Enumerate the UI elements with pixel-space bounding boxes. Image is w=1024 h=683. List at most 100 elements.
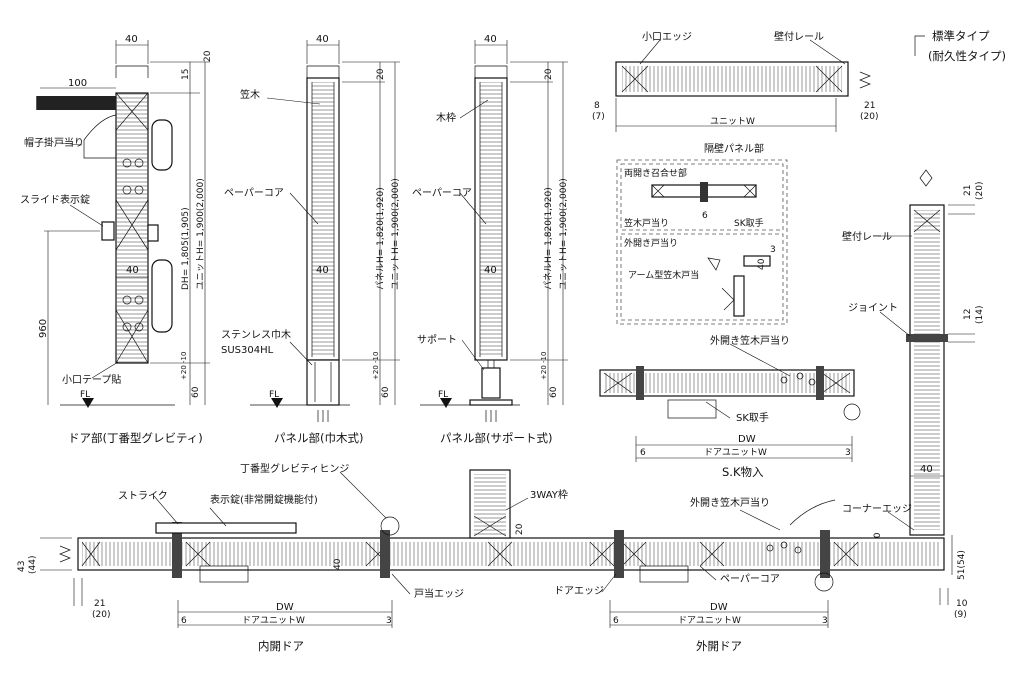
plan-label-3way: 3WAY枠 xyxy=(530,488,568,501)
plan-in-dw: DW xyxy=(276,602,294,613)
top-rail-dim-right: 21 xyxy=(864,101,875,111)
kaboku-fl: FL xyxy=(269,390,279,400)
plan-out-unit: ドアユニットW xyxy=(678,616,741,626)
label-slide-lock: スライド表示錠 xyxy=(20,193,90,206)
panel-support-section: 40 40 木枠 ペーパーコア サポート FL 20 パネルH= 1,820(1… xyxy=(412,34,569,445)
legend-standard: 標準タイプ xyxy=(932,29,990,43)
support-base xyxy=(469,399,513,406)
partition-dim-6: 6 xyxy=(702,211,708,221)
plan-out-dw: DW xyxy=(710,602,728,613)
right-label-rail: 壁付レール xyxy=(842,230,892,243)
sk-label-out-kasagi: 外開き笠木戸当り xyxy=(710,334,790,347)
kaboku-unit-h: ユニットH= 1,900(2,000) xyxy=(391,178,401,290)
kaboku-label-baseboard2: SUS304HL xyxy=(221,345,274,356)
kaboku-label-kasagi: 笠木 xyxy=(240,88,260,101)
sk-dim-6: 6 xyxy=(640,448,646,458)
support-bottom-tol: +20 -10 xyxy=(540,352,548,380)
door-width-top: 40 xyxy=(125,34,138,45)
legend: 標準タイプ (耐久性タイプ) xyxy=(914,29,1006,63)
door-top-guide xyxy=(115,65,149,78)
plan: 20 40 43 (44) 21 (20) ストライク 表示錠(非常開錠機能付)… xyxy=(17,462,945,653)
plan-out-3: 3 xyxy=(822,616,828,626)
top-rail-detail: 小口エッジ 壁付レール ユニットW 8 (7) 21 (20) xyxy=(592,30,878,132)
top-rail-dim-left2: (7) xyxy=(592,112,605,122)
door-handle-dim: 100 xyxy=(68,78,87,89)
plan-label-out-kasagi: 外開き笠木戸当り xyxy=(690,496,770,509)
plan-label-strike: ストライク xyxy=(118,490,168,502)
sk-dw: DW xyxy=(738,434,756,445)
door-top-dim: 15 xyxy=(181,69,191,80)
sk-detail: 外開き笠木戸当り SK取手 DW ドアユニットW 6 3 S.K物入 xyxy=(599,334,861,479)
sk-unit-dim: ドアユニットW xyxy=(704,448,767,458)
right-dim-40: 40 xyxy=(920,464,933,475)
plan-label-door-stop-edge: 戸当エッジ xyxy=(414,587,464,600)
door-mid-dim: 40 xyxy=(126,265,139,276)
door-handle-bar xyxy=(36,96,116,110)
plan-cross-bracing xyxy=(81,541,859,567)
support-bottom-dim: 60 xyxy=(549,386,559,398)
kaboku-baseboard xyxy=(306,359,340,406)
plan-in-unit: ドアユニットW xyxy=(242,616,305,626)
support-label-frame: 木枠 xyxy=(436,111,456,124)
partition-label-out-stop: 外開き戸当り xyxy=(624,237,678,249)
support-width-top: 40 xyxy=(484,34,497,45)
plan-strike-post xyxy=(172,522,182,578)
slide-lock xyxy=(101,221,115,241)
kaboku-bottom-tol: +20 -10 xyxy=(372,352,380,380)
sk-label-sk: SK取手 xyxy=(736,411,769,424)
top-rail-dim-left: 8 xyxy=(594,101,600,111)
right-joint xyxy=(906,334,948,342)
right-dim-10: 10 xyxy=(956,599,968,609)
partition-label-kasagi-stop: 笠木戸当り xyxy=(624,217,669,229)
plan-label-hinge: 丁番型グレビティヒンジ xyxy=(240,462,349,475)
label-tape: 小口テープ貼 xyxy=(62,373,121,386)
sk-caption: S.K物入 xyxy=(722,465,764,479)
right-label-corner: コーナーエッジ xyxy=(842,503,912,515)
top-rail-dim-right2: (20) xyxy=(860,112,878,122)
panel-kaboku-section: 40 40 笠木 ペーパーコア ステンレス巾木 SUS304HL FL 20 パ… xyxy=(221,34,401,445)
support-fl: FL xyxy=(438,390,448,400)
door-top-dim2: 20 xyxy=(203,50,213,62)
kaboku-mid-dim: 40 xyxy=(316,265,329,276)
door-unit-h-dim: ユニットH= 1,900(2,000) xyxy=(196,178,206,290)
plan-in-6: 6 xyxy=(181,616,187,626)
door-cross-bracing xyxy=(115,92,149,364)
kaboku-caption: パネル部(巾木式) xyxy=(274,431,363,445)
partition-title: 隔壁パネル部 xyxy=(704,142,764,155)
door-bolts xyxy=(122,158,144,332)
hinge-cylinder-top xyxy=(151,119,173,171)
right-dim-51: 51(54) xyxy=(957,550,967,580)
door-fl: FL xyxy=(80,390,90,400)
top-rail-unit-dim: ユニットW xyxy=(710,117,755,127)
right-dim-joint: 12 xyxy=(963,309,973,320)
partition-dim-40: 40 xyxy=(757,258,767,270)
support-label-core: ペーパーコア xyxy=(412,187,472,199)
support-top-dim: 20 xyxy=(544,68,554,80)
plan-wall-mark xyxy=(59,545,71,563)
plan-label-core: ペーパーコア xyxy=(720,573,780,585)
door-960-dim: 960 xyxy=(38,319,49,338)
plan-inner-door-leaf xyxy=(155,522,297,534)
support-caption: パネル部(サポート式) xyxy=(440,431,552,445)
support-mid-dim: 40 xyxy=(484,265,497,276)
door-fl-mark xyxy=(82,398,94,408)
partition-label-sk: SK取手 xyxy=(734,217,764,229)
partition-label-double: 両開き召合せ部 xyxy=(624,167,687,179)
partition-label-arm: アーム型笠木戸当 xyxy=(628,269,699,281)
plan-label-door-edge: ドアエッジ xyxy=(554,586,604,597)
right-dim-top: 21 xyxy=(963,185,973,196)
plan-in-3: 3 xyxy=(386,616,392,626)
partition-detail: 隔壁パネル部 両開き召合せ部 6 笠木戸当り SK取手 外開き戸当り アーム型笠… xyxy=(616,142,788,325)
right-dim-9: (9) xyxy=(954,610,967,620)
hinge-cylinder-bottom xyxy=(151,259,173,333)
sk-hinge-circle xyxy=(843,403,861,421)
plan-hinge-circle xyxy=(380,516,400,536)
legend-bracket xyxy=(914,35,925,56)
top-rail-label-rail: 壁付レール xyxy=(774,30,824,43)
right-label-joint: ジョイント xyxy=(848,303,898,314)
right-dim-joint2: (14) xyxy=(975,306,985,324)
kaboku-top-dim: 20 xyxy=(376,68,386,80)
support-post xyxy=(481,367,501,399)
door-dh-dim: DH= 1,805(1,905) xyxy=(181,207,191,290)
